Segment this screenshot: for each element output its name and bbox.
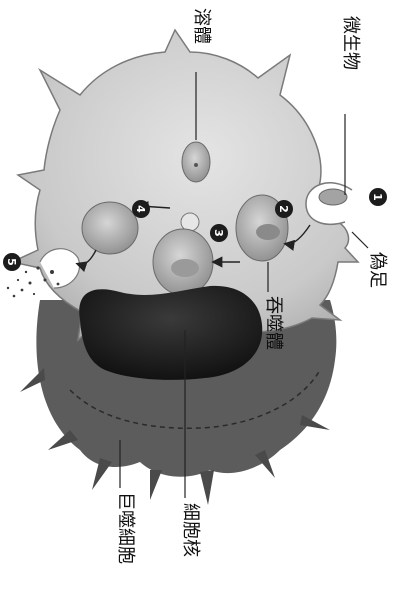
step-number-1: 1 [371,193,384,201]
phagosome-2-content [256,224,280,240]
microbe [319,189,347,205]
leader-pseudopod [352,232,368,248]
phagolysosome-3-content [171,259,199,277]
nucleus [79,286,262,380]
step-marker-3: 3 [210,224,228,242]
step-marker-1: 1 [369,188,387,206]
step-marker-4: 4 [132,200,150,218]
label-lysosome: 溶體 [191,8,212,44]
lysosome-fusing [181,213,199,231]
lysosome-top [182,142,210,182]
vesicle-4 [82,202,138,254]
step-marker-5: 5 [3,253,21,271]
step-marker-2: 2 [275,200,293,218]
label-nucleus: 細胞核 [180,503,201,557]
lysosome-top-granule [194,163,198,167]
label-microbe: 微生物 [340,16,361,70]
label-phagosome: 吞噬體 [263,296,284,350]
step-number-5: 5 [5,258,18,266]
step-number-4: 4 [134,205,147,213]
step-number-3: 3 [212,229,225,237]
label-macrophage: 巨噬細胞 [115,492,136,564]
step-number-2: 2 [277,205,290,213]
label-pseudopod: 偽足 [367,252,388,288]
